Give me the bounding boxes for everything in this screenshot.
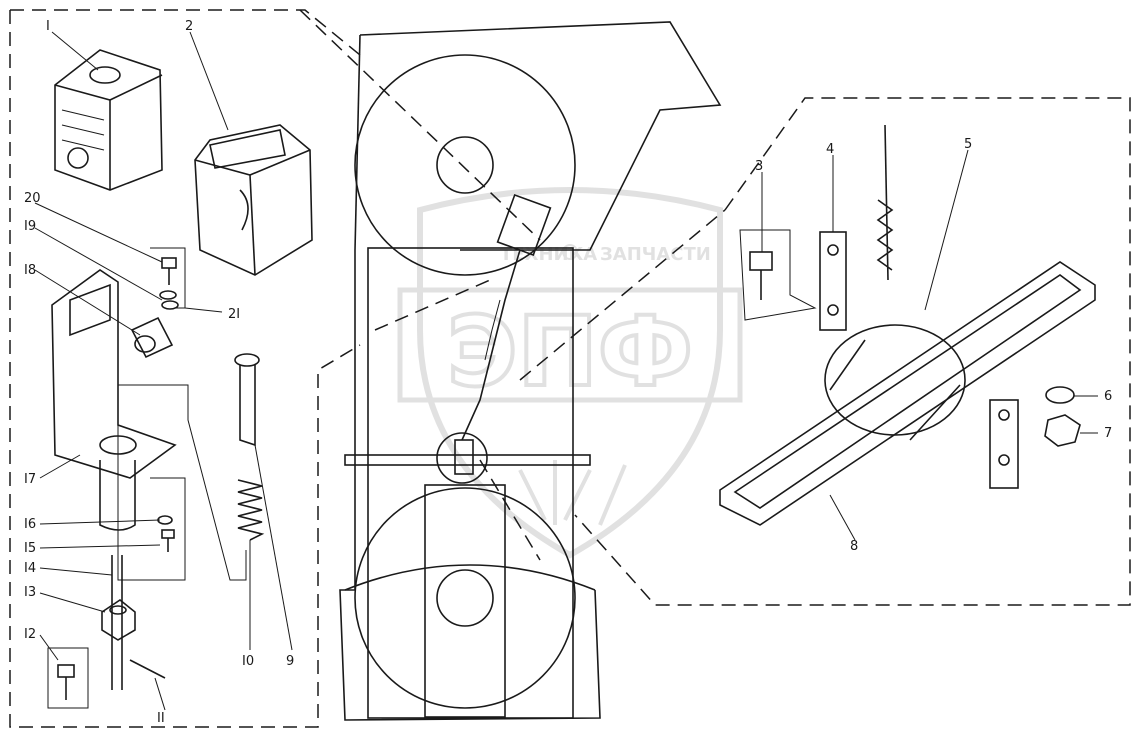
wheat-icon [518,460,627,526]
part-12-bolt [47,647,89,709]
leader-lines [34,31,1098,711]
label-part-17: I7 [24,472,36,487]
lower-pulley-hub [436,569,494,627]
part-3-bolt [739,229,817,321]
label-part-16: I6 [24,517,36,532]
lower-pulley [354,487,576,709]
label-part-15: I5 [24,541,36,556]
right-group-border [574,97,1131,606]
label-part-5: 5 [964,137,972,152]
label-part-12: I2 [24,627,36,642]
label-part-6: 6 [1104,389,1112,404]
leader-dashes [299,9,726,561]
part-4-plate [819,231,847,331]
center-hub [436,432,488,484]
part-20-bolt [150,247,186,310]
label-part-4: 4 [826,142,834,157]
watermark-logo-text: ЭПФ [447,296,693,408]
part-6-lock-washer [989,386,1075,489]
left-group-border [9,9,361,728]
label-part-3: 3 [755,159,763,174]
label-part-2: 2 [185,19,193,34]
part-11-pin [129,659,166,679]
part-2-cover [194,124,313,276]
label-part-11: II [157,711,165,726]
part-14-shaft [111,555,123,690]
watermark-text-left: ТЕХНИКА [500,244,597,265]
label-part-18: I8 [24,263,36,278]
label-part-1: I [46,19,50,34]
label-part-9: 9 [286,654,294,669]
watermark-shield: ТЕХНИКА ЗАПЧАСТИ ЭПФ [397,187,743,559]
label-part-14: I4 [24,561,36,576]
gear-icon [562,244,578,260]
part-18-sleeve [130,316,174,359]
part-1-housing [54,49,163,191]
label-part-13: I3 [24,585,36,600]
upper-pulley [354,54,576,276]
label-part-10: I0 [242,654,254,669]
part-10-spring [237,479,265,541]
upper-pulley-hub [436,136,494,194]
label-part-20: 20 [24,191,41,206]
label-part-19: I9 [24,219,36,234]
part-labels: I 2 3 4 5 6 7 8 9 I0 II I2 I3 I4 I5 I6 I… [24,19,1112,726]
label-part-7: 7 [1104,426,1112,441]
part-16-washer [157,515,173,525]
part-7-nut [1044,414,1081,447]
part-15-bolt [161,529,175,552]
label-part-8: 8 [850,539,858,554]
switch-block [496,193,552,257]
machine-frame [339,21,722,721]
horizontal-rod [344,454,591,466]
label-part-21: 2I [228,307,240,322]
part-17-bracket [51,269,186,581]
watermark-text-right: ЗАПЧАСТИ [600,244,711,265]
part-13-collar [101,599,136,641]
part-8-handle [719,261,1096,526]
part-9-pin [118,353,260,581]
